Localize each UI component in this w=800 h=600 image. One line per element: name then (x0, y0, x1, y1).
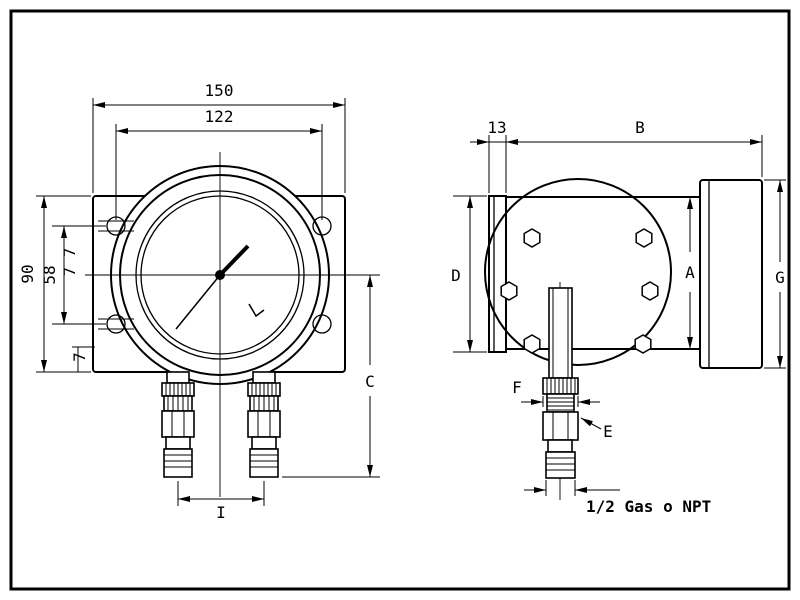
drawing-border (9, 9, 791, 591)
dim-label-C: C (365, 372, 375, 391)
dim-hole-spacing-v: 58 (40, 225, 106, 325)
needle (175, 244, 265, 330)
bolt-icon (635, 228, 653, 248)
dim-slot-bottom: 7 (70, 346, 95, 372)
bolt-icon (523, 334, 541, 354)
label-hex-size: E (580, 417, 613, 441)
bolt-icon (500, 281, 518, 301)
dim-label-A: A (685, 263, 695, 282)
dim-label-7-7: 7 7 (60, 248, 79, 277)
dim-label-58: 58 (40, 265, 59, 284)
dim-case-diameter: A (685, 197, 695, 349)
bolt-icon (634, 334, 652, 354)
dim-flange-height-side: D (451, 195, 487, 353)
dim-label-F: F (512, 378, 522, 397)
bolt-icon (523, 228, 541, 248)
dim-label-150: 150 (205, 81, 234, 100)
dim-label-7: 7 (70, 352, 89, 362)
bolt-circle (484, 178, 672, 366)
dim-flange-height: 90 (18, 195, 91, 373)
process-connection-left (161, 371, 195, 478)
dim-stem-width: F (512, 378, 600, 407)
dim-label-90: 90 (18, 264, 37, 283)
process-connection-right (247, 371, 281, 478)
dim-label-122: 122 (205, 107, 234, 126)
dim-label-G: G (775, 268, 785, 287)
dim-overall-height: G (764, 179, 786, 369)
thread-note-label: 1/2 Gas o NPT (586, 497, 711, 516)
dim-flange-thickness-and-depth: 13 B (470, 118, 763, 193)
dim-label-E: E (603, 422, 613, 441)
dim-center-to-bottom: C (282, 274, 380, 478)
dial-tick (248, 303, 265, 318)
dim-label-I: I (216, 503, 226, 522)
dim-label-B: B (635, 118, 645, 137)
bolt-icon (641, 281, 659, 301)
front-view: 150 122 90 58 7 7 7 (18, 81, 380, 522)
clamp-bolts (500, 228, 659, 354)
stem-connection (542, 282, 579, 500)
side-view: 13 B D A G F (451, 118, 786, 516)
dim-connection-spacing: I (177, 481, 265, 522)
dim-flange-width: 150 (92, 81, 346, 193)
case-side (699, 179, 763, 369)
dim-label-D: D (451, 266, 461, 285)
dim-label-13: 13 (487, 118, 506, 137)
thread-note: 1/2 Gas o NPT (524, 480, 711, 516)
dim-hole-spacing-h: 122 (115, 107, 323, 220)
